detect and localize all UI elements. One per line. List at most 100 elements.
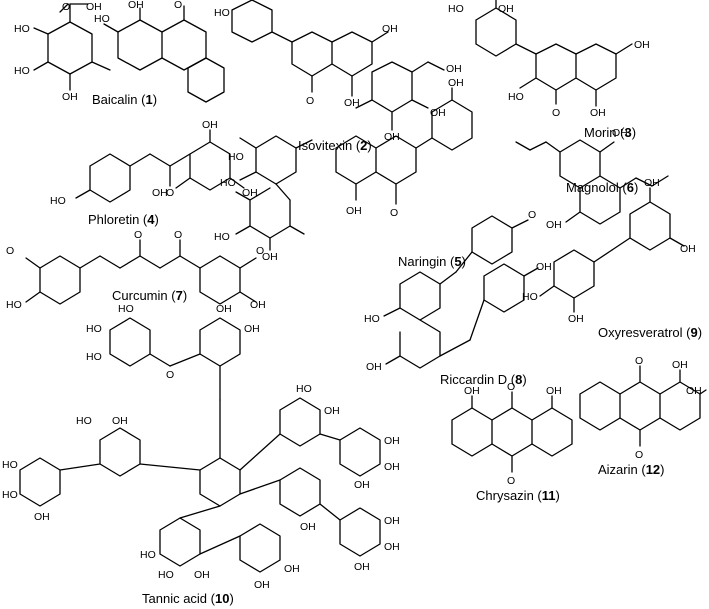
atom-label: OH [384, 541, 400, 553]
atom-label: HO [94, 13, 110, 25]
compound-number: 10 [215, 591, 230, 606]
atom-label: OH [634, 39, 650, 51]
atom-label: HO [522, 291, 538, 303]
atom-label: HO [14, 65, 30, 77]
atom-label: OH [242, 187, 258, 199]
caption-phloretin: Phloretin (4) [88, 212, 159, 227]
structure-oxyresveratrol [539, 187, 685, 313]
atom-label: OH [446, 63, 462, 75]
structure-phloretin [75, 129, 245, 203]
atom-label: O [528, 209, 536, 221]
atom-label: O [174, 0, 182, 11]
atom-label: HO [214, 7, 230, 19]
atom-label: HO [2, 459, 18, 471]
atom-label: OH [86, 1, 102, 13]
compound-name: Phloretin [88, 212, 140, 227]
caption-baicalin: Baicalin (1) [92, 92, 158, 107]
structure-tannic-acid [19, 317, 381, 573]
structure-isovitexin [231, 0, 445, 131]
atom-label: OH [644, 177, 660, 189]
atom-label: OH [284, 563, 300, 575]
atom-label: HO [86, 351, 102, 363]
atom-label: OH [384, 435, 400, 447]
atom-label: OH [62, 91, 78, 103]
compound-number: 12 [645, 462, 661, 477]
atom-label: O [507, 381, 515, 393]
atom-label: OH [324, 405, 340, 417]
atom-label: HO [86, 323, 102, 335]
compound-name: Magnolol [566, 180, 619, 195]
caption-tannic-acid: Tannic acid (10) [142, 591, 234, 606]
atom-label: OH [244, 323, 260, 335]
caption-aizarin: Aizarin (12) [598, 462, 665, 477]
compound-number: 2 [360, 138, 368, 153]
atom-label: O [166, 187, 174, 199]
structure-magnolol [515, 139, 669, 225]
compound-number: 8 [515, 372, 523, 387]
atom-label: HO [214, 231, 230, 243]
compound-name: Naringin [398, 254, 447, 269]
compound-number: 11 [541, 488, 556, 503]
caption-chrysazin: Chrysazin (11) [476, 488, 560, 503]
caption-oxyresveratrol: Oxyresveratrol (9) [598, 325, 703, 340]
atom-label: OH [568, 313, 584, 325]
atom-label: OH [384, 461, 400, 473]
atom-label: OH [536, 261, 552, 273]
atom-label: OH [546, 385, 562, 397]
atom-label: OH [612, 127, 628, 139]
structure-baicalin [33, 3, 225, 103]
structure-morin [475, 0, 633, 107]
atom-label: HO [508, 91, 524, 103]
caption-curcumin: Curcumin (7) [112, 288, 188, 303]
atom-label: O [552, 107, 560, 119]
atom-label: O [306, 95, 314, 107]
atom-label: OH [128, 0, 144, 11]
atom-label: OH [498, 3, 514, 15]
atom-label: OH [300, 521, 316, 533]
structure-aizarin [579, 365, 707, 447]
atom-label: OH [448, 77, 464, 89]
caption-isovitexin: Isovitexin (2) [298, 138, 372, 153]
atom-label: HO [118, 303, 134, 315]
atom-label: OH [366, 361, 382, 373]
caption-riccardin-d: Riccardin D (8) [440, 372, 527, 387]
atom-label: HO [158, 569, 174, 581]
atom-label: OH [680, 243, 696, 255]
atom-label: OH [202, 119, 218, 131]
atom-label: OH [344, 97, 360, 109]
atom-label: OH [262, 251, 278, 263]
atom-label: OH [34, 511, 50, 523]
atom-label: HO [14, 23, 30, 35]
atom-label: OH [354, 479, 370, 491]
atom-label: OH [672, 359, 688, 371]
atom-label: O [635, 449, 643, 461]
atom-label: OH [384, 515, 400, 527]
atom-label: OH [250, 299, 266, 311]
atom-label: OH [430, 107, 446, 119]
atom-label: OH [464, 385, 480, 397]
compound-name: Chrysazin [476, 488, 534, 503]
compound-number: 5 [454, 254, 462, 269]
atom-label: O [507, 475, 515, 487]
atom-label: O [635, 355, 643, 367]
compound-name: Aizarin [598, 462, 638, 477]
atom-label: O [390, 207, 398, 219]
atom-label: HO [76, 415, 92, 427]
atom-label: HO [140, 549, 156, 561]
atom-label: O [256, 245, 264, 257]
atom-label: HO [220, 177, 236, 189]
compound-name: Oxyresveratrol [598, 325, 683, 340]
atom-label: HO [364, 313, 380, 325]
atom-label: OH [254, 579, 270, 591]
atom-label: OH [546, 219, 562, 231]
compound-name: Isovitexin [298, 138, 353, 153]
atom-labels: O OH HO HO OH O OH HO HO OH O OH OH OH O… [2, 0, 702, 591]
structure-riccardin-d [383, 215, 539, 369]
compound-number: 6 [626, 180, 634, 195]
compound-name: Riccardin D [440, 372, 508, 387]
atom-label: O [62, 1, 70, 13]
structure-naringin [235, 87, 473, 251]
atom-label: HO [50, 195, 66, 207]
atom-label: OH [590, 107, 606, 119]
